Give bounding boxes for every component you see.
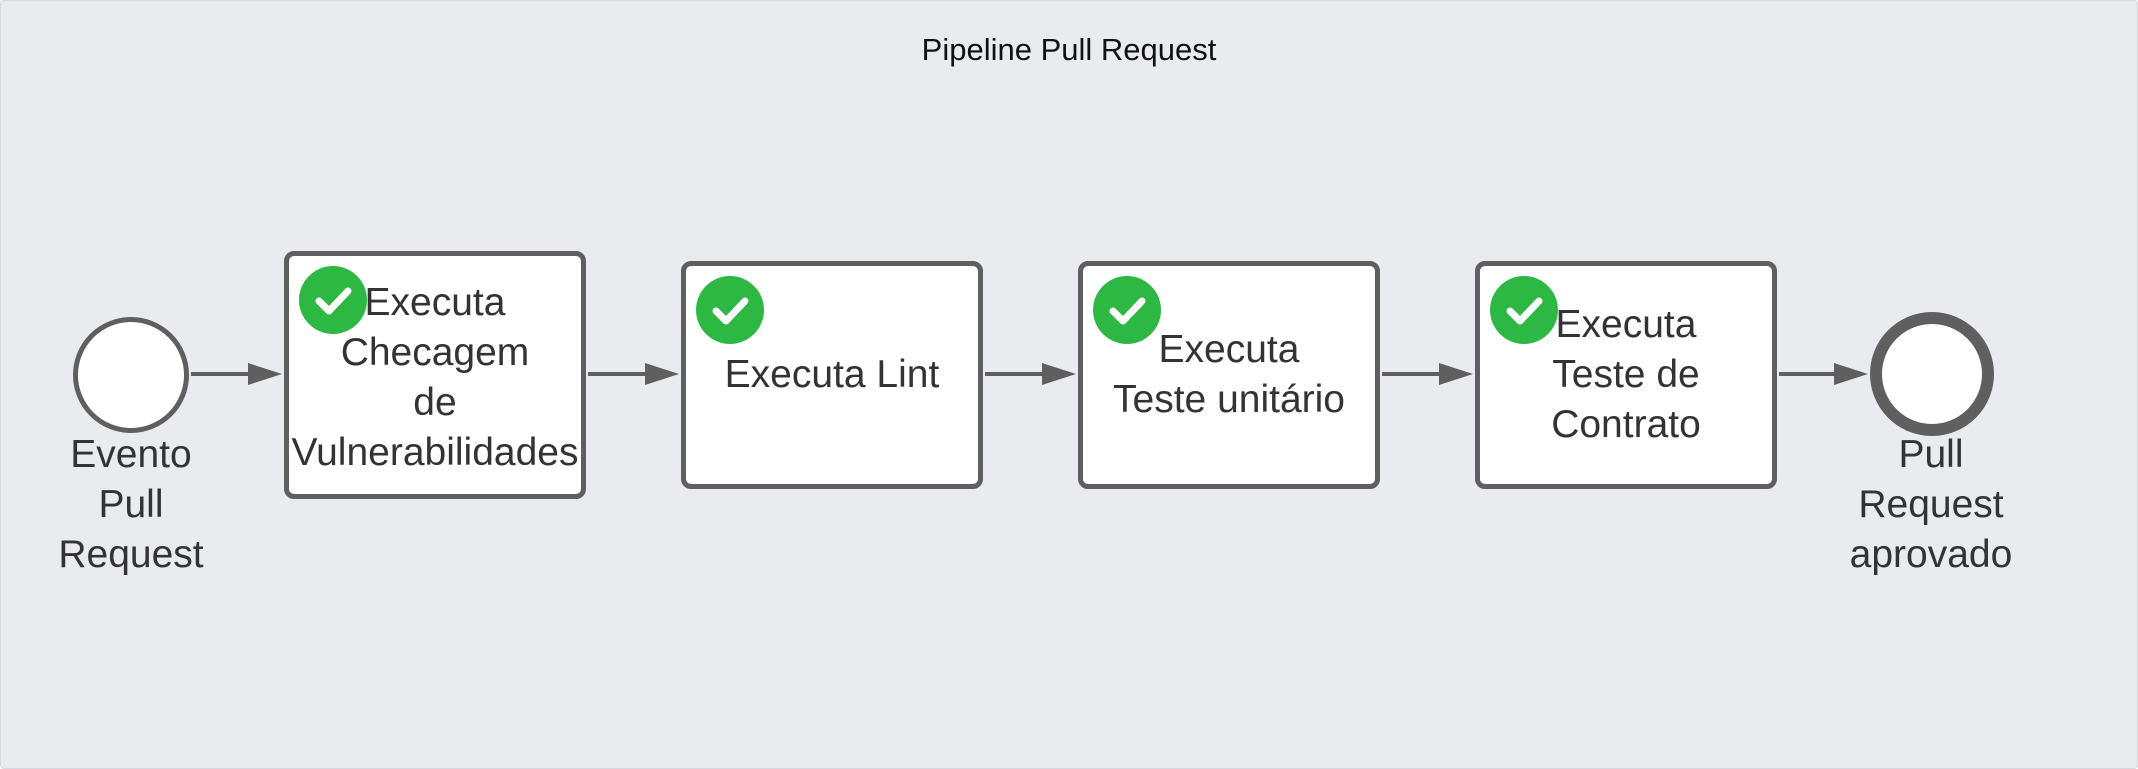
flow-arrowhead (1439, 363, 1473, 385)
task-vulnerability-check[interactable]: Executa Checagem de Vulnerabilidades (284, 251, 586, 499)
flow-arrowhead (1042, 363, 1076, 385)
check-icon (696, 276, 764, 344)
diagram-title: Pipeline Pull Request (921, 32, 1217, 67)
task-label: Executa Teste de Contrato (1551, 303, 1701, 446)
task-unit-test[interactable]: Executa Teste unitário (1078, 261, 1380, 489)
task-contract-test[interactable]: Executa Teste de Contrato (1475, 261, 1777, 489)
task-label: Executa Lint (724, 353, 940, 396)
check-icon (1490, 276, 1558, 344)
flow-arrowhead (1834, 363, 1868, 385)
end-event[interactable] (1870, 312, 1994, 436)
check-icon (1093, 276, 1161, 344)
task-label: Executa Checagem de Vulnerabilidades (291, 281, 579, 474)
task-label: Executa Teste unitário (1113, 328, 1345, 421)
end-event-label: Pull Request aprovado (1849, 433, 2013, 576)
flow-arrowhead (248, 363, 282, 385)
flow-arrowhead (645, 363, 679, 385)
start-event[interactable] (73, 317, 189, 433)
task-lint[interactable]: Executa Lint (681, 261, 983, 489)
check-icon (299, 266, 367, 334)
start-event-label: Evento Pull Request (58, 433, 204, 576)
